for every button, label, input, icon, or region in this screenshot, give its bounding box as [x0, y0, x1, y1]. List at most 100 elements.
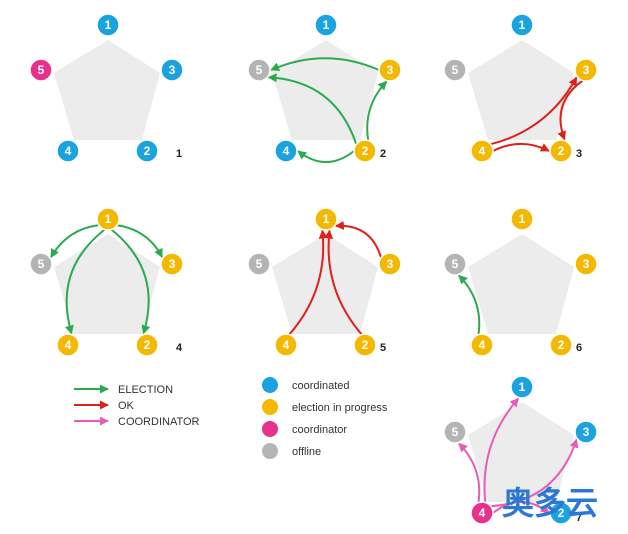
node-circle — [56, 139, 80, 163]
node-3: 3 — [160, 58, 184, 82]
node-label: 2 — [558, 338, 565, 352]
panel-number: 4 — [176, 342, 183, 354]
node-5: 5 — [443, 252, 467, 276]
node-label: 3 — [583, 63, 590, 77]
node-circle — [549, 333, 573, 357]
node-label: 2 — [558, 144, 565, 158]
pentagon-background — [54, 234, 160, 334]
ok-arrow-4-to-3 — [490, 76, 578, 146]
node-circle — [470, 333, 494, 357]
legend-label-coordinated: coordinated — [292, 380, 350, 392]
coordinator-arrow-4-to-5 — [458, 442, 481, 503]
node-label: 3 — [387, 257, 394, 271]
node-circle — [470, 501, 494, 525]
node-5: 5 — [29, 58, 53, 82]
pentagon-background — [468, 402, 574, 502]
node-circle — [549, 501, 573, 525]
node-circle — [314, 13, 338, 37]
node-4: 4 — [56, 139, 80, 163]
watermark-logo: 奥多云 — [502, 484, 598, 522]
legend-label-election: election in progress — [292, 402, 388, 414]
node-circle — [274, 333, 298, 357]
node-3: 3 — [574, 58, 598, 82]
coordinator-arrow-4-to-3 — [490, 438, 579, 508]
node-3: 3 — [160, 252, 184, 276]
node-3: 3 — [378, 252, 402, 276]
node-label: 2 — [558, 506, 565, 520]
ok-arrow-4-to-1 — [288, 229, 328, 336]
node-circle — [247, 58, 271, 82]
panel-number: 1 — [176, 148, 182, 160]
node-5: 5 — [247, 252, 271, 276]
node-4: 4 — [470, 501, 494, 525]
node-label: 5 — [38, 63, 45, 77]
election-arrow-1-to-2 — [110, 228, 151, 335]
node-label: 1 — [519, 212, 526, 226]
election-arrow-2-to-3 — [366, 80, 388, 141]
election-arrow-1-to-4 — [64, 228, 106, 335]
pentagon-background — [54, 40, 160, 140]
node-circle — [274, 139, 298, 163]
node-4: 4 — [274, 333, 298, 357]
node-1: 1 — [510, 207, 534, 231]
node-circle — [443, 420, 467, 444]
node-label: 2 — [362, 144, 369, 158]
node-2: 2 — [135, 139, 159, 163]
node-3: 3 — [378, 58, 402, 82]
node-circle — [56, 333, 80, 357]
ok-arrow-3-to-2 — [557, 79, 584, 141]
election-arrow-1-to-5 — [50, 224, 100, 259]
ok-arrow-3-to-1 — [334, 220, 382, 258]
node-label: 5 — [256, 63, 263, 77]
node-label: 5 — [452, 425, 459, 439]
node-circle — [378, 58, 402, 82]
node-circle — [96, 13, 120, 37]
pentagon-background — [272, 40, 378, 140]
node-label: 4 — [283, 144, 290, 158]
node-circle — [574, 420, 598, 444]
coordinator-arrow-4-to-2 — [492, 501, 550, 514]
ok-arrow-4-to-2 — [492, 142, 550, 152]
node-1: 1 — [96, 207, 120, 231]
node-2: 2 — [353, 333, 377, 357]
election-arrow-2-to-4 — [297, 150, 355, 163]
election-arrow-2-to-5 — [267, 73, 358, 145]
legend-dot-coordinated — [262, 377, 278, 393]
panel-number: 2 — [380, 148, 386, 160]
pentagon-background — [272, 234, 378, 334]
legend-label-coordinator: COORDINATOR — [118, 416, 200, 428]
node-circle — [574, 252, 598, 276]
node-1: 1 — [510, 13, 534, 37]
node-label: 1 — [323, 18, 330, 32]
node-circle — [574, 58, 598, 82]
node-label: 5 — [38, 257, 45, 271]
panel-number: 5 — [380, 342, 386, 354]
legend-dot-coordinator — [262, 421, 278, 437]
node-label: 1 — [519, 18, 526, 32]
legend-label-offline: offline — [292, 446, 321, 458]
election-arrow-3-to-5 — [270, 57, 380, 71]
node-circle — [549, 139, 573, 163]
node-label: 5 — [452, 257, 459, 271]
legend-label-election: ELECTION — [118, 384, 173, 396]
node-3: 3 — [574, 252, 598, 276]
node-circle — [353, 333, 377, 357]
node-1: 1 — [510, 375, 534, 399]
node-circle — [96, 207, 120, 231]
election-arrow-1-to-3 — [116, 224, 164, 258]
node-label: 2 — [144, 338, 151, 352]
node-circle — [29, 58, 53, 82]
node-1: 1 — [314, 13, 338, 37]
node-2: 2 — [549, 501, 573, 525]
node-label: 4 — [479, 338, 486, 352]
node-4: 4 — [470, 333, 494, 357]
node-5: 5 — [29, 252, 53, 276]
node-label: 4 — [65, 144, 72, 158]
